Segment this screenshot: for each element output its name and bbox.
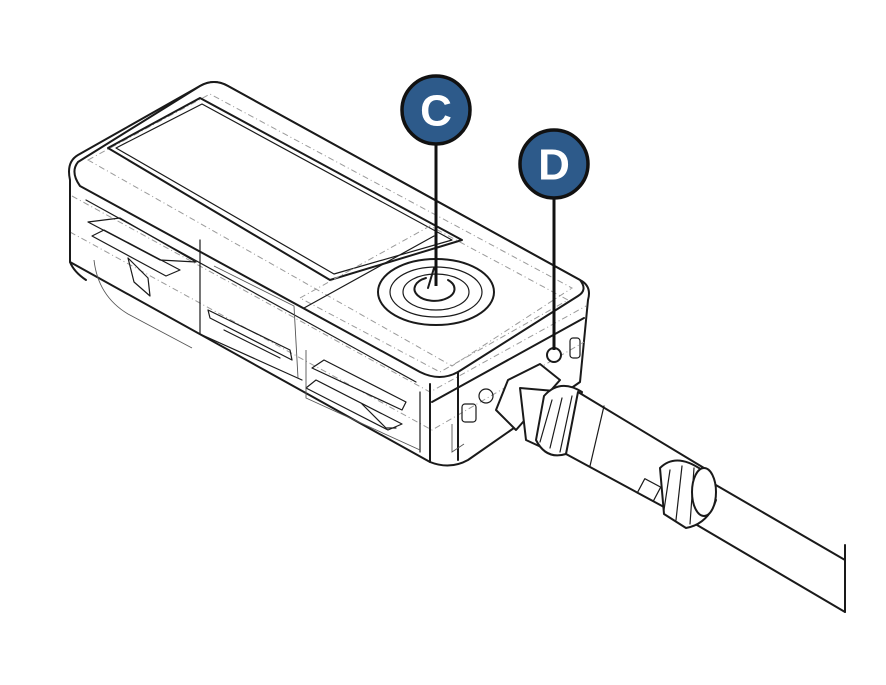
callout-c-badge: [400, 74, 472, 146]
callout-d-badge: [518, 128, 590, 200]
cable-connector: [495, 363, 717, 529]
power-button[interactable]: [377, 258, 495, 326]
status-led: [546, 347, 562, 363]
callout-d: D: [518, 128, 590, 350]
callout-c-label: C: [420, 87, 452, 136]
power-icon: [413, 267, 456, 302]
callout-d-label: D: [538, 141, 570, 190]
callout-c: C: [400, 74, 472, 286]
